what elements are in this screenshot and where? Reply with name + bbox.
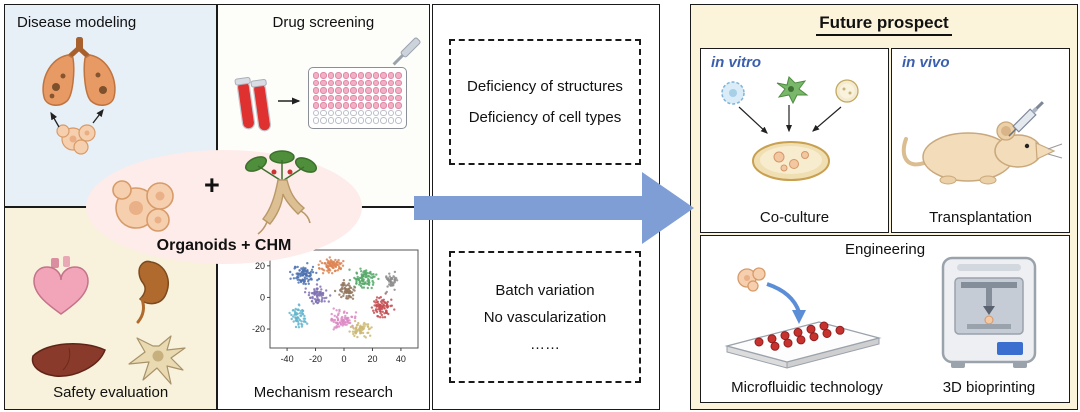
drug-screening-label: Drug screening bbox=[272, 14, 375, 31]
limitations-box-structure: Deficiency of structures Deficiency of c… bbox=[449, 39, 641, 165]
microfluidic-chip-icon bbox=[724, 267, 882, 369]
organoid-cluster-icon bbox=[112, 180, 174, 232]
limitation-no-vascularization: No vascularization bbox=[483, 308, 607, 326]
bioprinting-caption: 3D bioprinting bbox=[942, 379, 1036, 396]
safety-evaluation-label: Safety evaluation bbox=[53, 384, 169, 401]
future-prospect-panel: Future prospect in vitro bbox=[690, 4, 1078, 410]
svg-text:0: 0 bbox=[260, 292, 265, 302]
flow-arrow-icon bbox=[414, 172, 694, 244]
limitation-batch-variation: Batch variation bbox=[495, 281, 595, 299]
heart-icon bbox=[33, 255, 89, 315]
co-culture-icon bbox=[721, 76, 859, 181]
in-vivo-box: in vivo Transplantation bbox=[891, 48, 1070, 233]
mouse-transplantation-icon bbox=[901, 101, 1063, 185]
svg-text:20: 20 bbox=[255, 261, 265, 271]
tsne-scatter-plot: -40 -20 0 20 40 -20 0 20 bbox=[252, 249, 419, 364]
in-vitro-label: in vitro bbox=[711, 54, 762, 71]
disease-modeling-label: Disease modeling bbox=[17, 14, 137, 31]
mechanism-research-label: Mechanism research bbox=[253, 384, 393, 401]
future-prospect-title: Future prospect bbox=[691, 13, 1077, 36]
limitation-structures: Deficiency of structures bbox=[467, 78, 623, 95]
svg-text:40: 40 bbox=[396, 354, 406, 364]
limitations-box-batch: Batch variation No vascularization …… bbox=[449, 251, 641, 383]
limitation-cell-types: Deficiency of cell types bbox=[468, 109, 622, 126]
lungs-organoid-icon bbox=[42, 37, 116, 155]
plus-icon: + bbox=[204, 170, 220, 200]
transplantation-caption: Transplantation bbox=[929, 209, 1032, 226]
cell-icon bbox=[128, 335, 186, 385]
engineering-box: Engineering bbox=[700, 235, 1070, 403]
pipette-icon bbox=[392, 37, 421, 66]
co-culture-caption: Co-culture bbox=[759, 209, 830, 226]
svg-text:20: 20 bbox=[367, 354, 377, 364]
organoids-chm-ellipse: + Organoids + CHM bbox=[86, 150, 362, 264]
svg-text:-20: -20 bbox=[252, 324, 265, 334]
microfluidic-caption: Microfluidic technology bbox=[731, 379, 883, 396]
in-vitro-box: in vitro Co-cultur bbox=[700, 48, 889, 233]
quadrant-disease-modeling: Disease modeling bbox=[5, 5, 217, 207]
test-tubes-icon bbox=[234, 76, 271, 132]
engineering-label: Engineering bbox=[844, 241, 926, 258]
organoids-chm-label: Organoids + CHM bbox=[156, 237, 292, 254]
ginseng-herb-icon bbox=[244, 150, 318, 235]
well-plate-icon bbox=[307, 67, 407, 129]
in-vivo-label: in vivo bbox=[902, 54, 950, 71]
syringe-icon bbox=[1008, 101, 1044, 137]
svg-text:-40: -40 bbox=[280, 354, 293, 364]
svg-text:-20: -20 bbox=[309, 354, 322, 364]
kidney-icon bbox=[136, 260, 169, 324]
organs-icon bbox=[31, 255, 186, 385]
liver-icon bbox=[31, 342, 106, 377]
svg-text:0: 0 bbox=[341, 354, 346, 364]
limitation-ellipsis: …… bbox=[530, 335, 560, 353]
3d-printer-icon bbox=[941, 256, 1037, 368]
arrow-right-icon bbox=[277, 97, 301, 105]
